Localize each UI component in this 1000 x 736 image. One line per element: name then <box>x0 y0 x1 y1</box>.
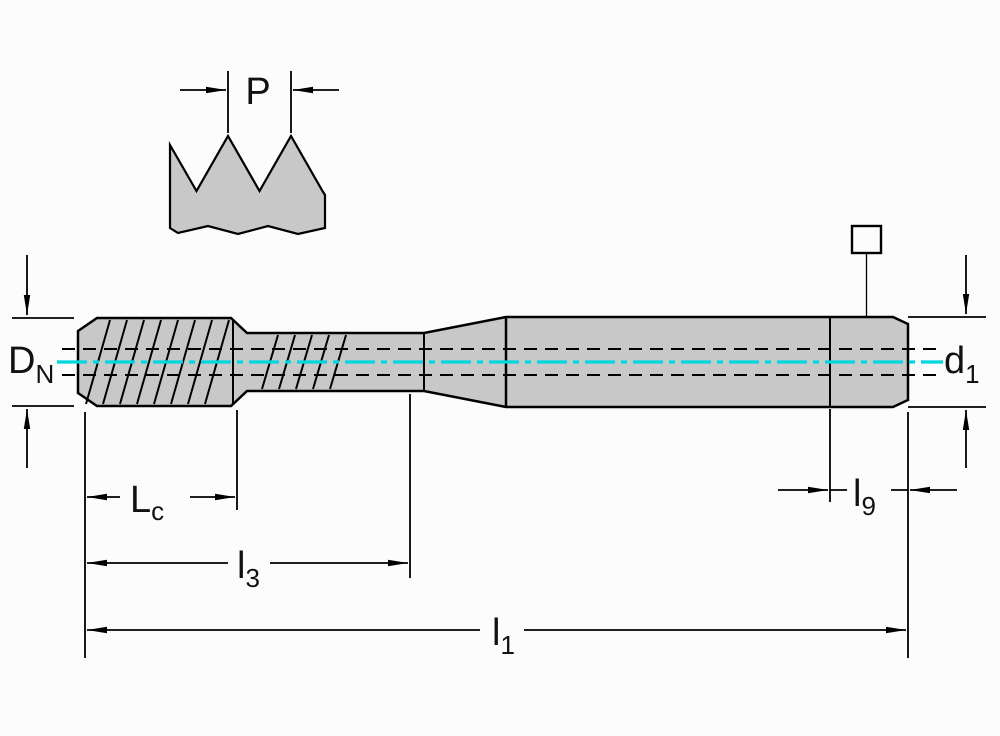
dimension-chamfer-length: Lc <box>84 410 238 658</box>
hatch-line <box>187 319 213 405</box>
shank-diameter-label: d1 <box>944 340 980 389</box>
thread-profile-detail: P <box>168 71 339 236</box>
square-drive-symbol <box>850 224 883 255</box>
reference-lines <box>57 348 943 376</box>
hatch-line <box>136 319 162 405</box>
nominal-diameter-label: DN <box>8 340 54 389</box>
thread-profile-shape <box>168 133 327 236</box>
chamfer-length-label: Lc <box>130 479 164 526</box>
dimension-overall-length: l1 <box>87 412 909 660</box>
square-drive-callout <box>850 224 883 316</box>
tap-body <box>76 224 910 409</box>
dimension-square-length: l9 <box>778 409 957 521</box>
square-length-label: l9 <box>853 473 876 521</box>
overall-length-label: l1 <box>492 612 515 660</box>
dimension-shank-diameter: d1 <box>908 255 986 468</box>
dimension-nominal-diameter: DN <box>8 255 74 468</box>
thread-length-label: l3 <box>237 545 260 593</box>
dimension-thread-length: l3 <box>87 394 411 593</box>
pitch-label: P <box>245 71 270 113</box>
